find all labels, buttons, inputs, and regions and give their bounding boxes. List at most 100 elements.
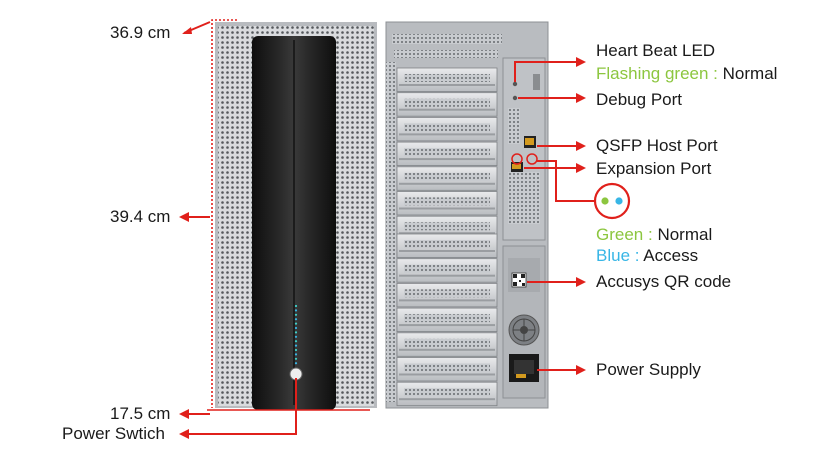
- heartbeat-arrowhead: [576, 57, 586, 67]
- power-inlet-socket: [514, 360, 534, 374]
- drive-bay-vent: [404, 74, 490, 82]
- drive-bay: [396, 381, 498, 407]
- heartbeat-meaning-text: Normal: [722, 64, 778, 83]
- dimension-markers: [179, 19, 370, 439]
- drive-bay: [396, 117, 498, 142]
- controller-vent: [508, 172, 540, 224]
- drive-bays-bottom: [396, 233, 498, 407]
- power-switch-rear: [516, 374, 526, 378]
- front-led: [294, 348, 298, 352]
- green-status-key: Green :: [596, 225, 653, 244]
- debug-arrowhead: [576, 93, 586, 103]
- front-led-strip: [294, 304, 298, 365]
- width-label: 17.5 cm: [110, 404, 171, 423]
- drive-bay: [396, 258, 498, 283]
- depth-arrowhead: [182, 27, 192, 34]
- debug-port: [512, 95, 518, 101]
- drive-bay-vent: [404, 363, 490, 372]
- front-led: [294, 309, 298, 312]
- drive-bay: [396, 357, 498, 382]
- led-zoom-circle: [593, 182, 631, 220]
- drive-bay-handle: [399, 274, 495, 277]
- green-led-dot: [601, 197, 609, 205]
- power-supply-label: Power Supply: [596, 360, 701, 379]
- drive-bay-handle: [399, 299, 495, 302]
- drive-bay-handle: [399, 232, 495, 235]
- drive-bay: [396, 307, 498, 333]
- front-led: [294, 318, 298, 321]
- front-led: [294, 340, 298, 343]
- drive-bay: [396, 92, 498, 117]
- drive-bay-handle: [399, 108, 495, 111]
- expansion-port-inner: [512, 164, 521, 169]
- power-switch-arrow: [188, 378, 297, 435]
- front-led: [294, 362, 298, 365]
- front-led: [294, 313, 298, 316]
- heartbeat-state-text: Flashing green :: [596, 64, 718, 83]
- power-switch-label: Power Swtich: [62, 424, 165, 443]
- height-label: 39.4 cm: [110, 207, 171, 226]
- rear-top-vent-2: [394, 50, 498, 58]
- led-callout-line: [536, 160, 594, 202]
- rear-top-vent: [392, 34, 502, 44]
- drive-bay: [396, 233, 498, 258]
- qsfp-arrowhead: [576, 141, 586, 151]
- drive-bay-vent: [404, 123, 490, 132]
- drive-bay-vent: [404, 289, 490, 298]
- front-led: [294, 322, 298, 325]
- expansion-arrowhead: [576, 163, 586, 173]
- heartbeat-led: [512, 81, 518, 87]
- drive-bay-handle: [399, 373, 495, 376]
- front-led: [294, 304, 298, 308]
- qr-arrowhead: [576, 277, 586, 287]
- drive-bay-vent: [404, 148, 490, 157]
- qsfp-host-port-label: QSFP Host Port: [596, 136, 718, 155]
- drive-bay-vent: [404, 264, 490, 273]
- heartbeat-state-label: Flashing green : Normal: [596, 64, 777, 84]
- drive-bay-handle: [399, 250, 495, 252]
- drive-bay-handle: [399, 324, 495, 327]
- rear-left-vent: [386, 62, 396, 402]
- drive-bay-vent: [404, 222, 490, 231]
- front-view: [215, 22, 377, 410]
- qr-code-label: Accusys QR code: [596, 272, 732, 291]
- heartbeat-led-label: Heart Beat LED: [596, 41, 716, 60]
- expansion-port-label: Expansion Port: [596, 159, 712, 178]
- rear-view: [385, 21, 549, 409]
- debug-port-label: Debug Port: [596, 90, 682, 109]
- front-led: [294, 326, 298, 330]
- front-led: [294, 353, 298, 356]
- green-status-label: Green : Normal: [596, 225, 712, 245]
- blue-led-dot: [615, 197, 623, 205]
- psu-arrowhead: [576, 365, 586, 375]
- front-led: [294, 344, 298, 347]
- drive-bay: [396, 191, 498, 216]
- power-switch-arrowhead: [179, 429, 189, 439]
- drive-bay: [396, 67, 498, 92]
- drive-bay-vent: [404, 314, 490, 323]
- drive-bay: [396, 332, 498, 357]
- qsfp-port-inner: [525, 138, 534, 145]
- front-led: [294, 357, 298, 360]
- drive-bay-vent: [404, 388, 490, 397]
- controller-label-plate: [533, 74, 540, 90]
- front-led: [294, 335, 298, 338]
- drive-bay-handle: [399, 182, 495, 185]
- depth-label: 36.9 cm: [110, 23, 171, 42]
- drive-bay-vent: [404, 240, 490, 248]
- drive-bay-vent: [404, 197, 490, 206]
- heartbeat-arrow: [514, 61, 576, 82]
- drive-bay-handle: [399, 398, 495, 401]
- drive-bay-vent: [404, 338, 490, 347]
- drive-bay: [396, 141, 498, 167]
- green-status-value: Normal: [657, 225, 713, 244]
- controller-vent-small: [508, 108, 520, 144]
- qr-code-pattern: [513, 274, 525, 286]
- blue-status-key: Blue :: [596, 246, 640, 265]
- drive-bay: [396, 166, 498, 191]
- drive-bays-top: [396, 67, 498, 241]
- blue-status-label: Blue : Access: [596, 246, 698, 266]
- drive-bay-vent: [404, 172, 490, 181]
- dimension-guide-line: [211, 19, 237, 408]
